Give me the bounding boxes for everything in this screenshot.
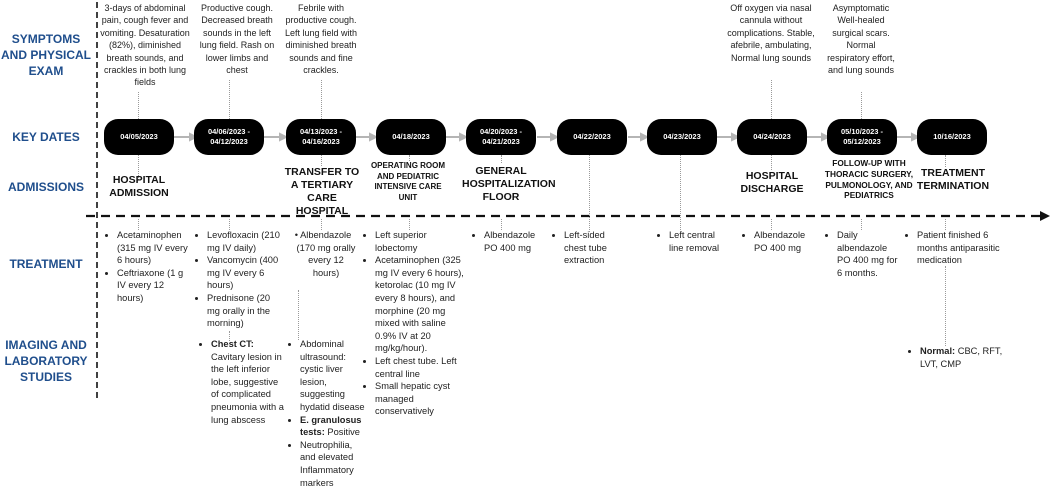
date-pill: 10/16/2023	[917, 119, 987, 155]
imaging-abdominal: Abdominal ultrasound: cystic liver lesio…	[286, 338, 366, 489]
treatment-item: Ceftriaxone (1 g IV every 12 hours)	[117, 267, 191, 305]
date-pill: 04/05/2023	[104, 119, 174, 155]
connector-line	[501, 219, 502, 230]
symptoms-text: Febrile with productive cough. Left lung…	[284, 3, 358, 76]
treatment-item: Left central line removal	[669, 229, 727, 254]
connector-line	[138, 92, 139, 119]
admission-label: TREATMENT TERMINATION	[916, 167, 990, 192]
connector-line	[945, 219, 946, 230]
row-label-admissions: ADMISSIONS	[7, 180, 84, 194]
treatment-item: Albendazole PO 400 mg	[484, 229, 548, 254]
admission-label: GENERAL HOSPITALIZATION FLOOR	[462, 165, 556, 203]
admission-label: HOSPITAL DISCHARGE	[740, 170, 804, 195]
connector-line	[771, 80, 772, 119]
connector-line	[861, 92, 862, 119]
symptoms-text: Off oxygen via nasal cannula without com…	[727, 3, 815, 63]
treatment-item: Left superior lobectomy	[375, 229, 467, 254]
connector-line	[321, 219, 322, 230]
treatment-item: Left chest tube. Left central line	[375, 355, 467, 380]
treatment-item: Prednisone (20 mg orally in the morning)	[207, 292, 283, 330]
connector-line	[321, 155, 322, 166]
symptoms-text: 3-days of abdominal pain, cough fever an…	[100, 3, 190, 88]
connector-line	[229, 80, 230, 119]
imaging-normal: Normal: CBC, RFT, LVT, CMP	[906, 345, 1006, 370]
row-label-key-dates: KEY DATES	[12, 130, 80, 144]
treatment-list: Left central line removal	[655, 229, 727, 254]
admission-label: FOLLOW-UP WITH THORACIC SURGERY, PULMONO…	[824, 158, 914, 201]
imaging-item: E. granulosus tests: Positive	[300, 414, 366, 439]
treatment-item: Acetaminophen (315 mg IV every 6 hours)	[117, 229, 191, 267]
connector-line	[298, 290, 299, 340]
row-label-treatment: TREATMENT	[9, 257, 83, 271]
imaging-item: Normal: CBC, RFT, LVT, CMP	[920, 345, 1006, 370]
imaging-item: Neutrophilia, and elevated Inflammatory …	[300, 439, 366, 489]
treatment-item: Patient finished 6 months antiparasitic …	[917, 229, 1009, 267]
treatment-list: Levofloxacin (210 mg IV daily) Vancomyci…	[193, 229, 283, 330]
imaging-item: Chest CT: Cavitary lesion in the left in…	[211, 338, 287, 426]
symptoms-text: Productive cough. Decreased breath sound…	[199, 3, 275, 76]
treatment-item: Acetaminophen (325 mg IV every 6 hours),…	[375, 254, 467, 355]
treatment-item: Levofloxacin (210 mg IV daily)	[207, 229, 283, 254]
connector-line	[680, 155, 681, 232]
imaging-ct: Chest CT: Cavitary lesion in the left in…	[197, 338, 287, 426]
date-pill: 04/18/2023	[376, 119, 446, 155]
connector-line	[409, 219, 410, 230]
connector-line	[138, 155, 139, 180]
connector-line	[861, 219, 862, 230]
date-pill: 04/23/2023	[647, 119, 717, 155]
treatment-list: • Albendazole (170 mg orally every 12 ho…	[288, 229, 358, 279]
connector-line	[409, 155, 410, 161]
treatment-list: Albendazole PO 400 mg	[470, 229, 548, 254]
date-pill: 04/06/2023 - 04/12/2023	[194, 119, 264, 155]
treatment-list: Patient finished 6 months antiparasitic …	[903, 229, 1009, 267]
connector-line	[771, 155, 772, 170]
treatment-item: Albendazole PO 400 mg	[754, 229, 812, 254]
date-pill: 05/10/2023 - 05/12/2023	[827, 119, 897, 155]
row-label-symptoms: SYMPTOMS AND PHYSICAL EXAM	[0, 32, 91, 78]
date-pill: 04/20/2023 - 04/21/2023	[466, 119, 536, 155]
treatment-list: Albendazole PO 400 mg	[740, 229, 812, 254]
connector-line	[945, 266, 946, 346]
connector-line	[321, 80, 322, 119]
connector-line	[589, 155, 590, 232]
treatment-list: Acetaminophen (315 mg IV every 6 hours) …	[103, 229, 191, 305]
treatment-item: Vancomycin (400 mg IV every 6 hours)	[207, 254, 283, 292]
admission-label: TRANSFER TO A TERTIARY CARE HOSPITAL	[284, 166, 360, 217]
admission-label: OPERATING ROOM AND PEDIATRIC INTENSIVE C…	[370, 161, 446, 202]
connector-line	[138, 219, 139, 230]
date-pill: 04/24/2023	[737, 119, 807, 155]
treatment-item: Daily albendazole PO 400 mg for 6 months…	[837, 229, 903, 279]
connector-line	[501, 155, 502, 163]
connector-line	[229, 331, 230, 341]
treatment-item: • Albendazole (170 mg orally every 12 ho…	[294, 230, 356, 278]
row-label-imaging: IMAGING AND LABORATORY STUDIES	[4, 338, 88, 384]
treatment-item: Left-sided chest tube extraction	[564, 229, 620, 267]
connector-line	[945, 155, 946, 167]
treatment-list: Left superior lobectomy Acetaminophen (3…	[361, 229, 467, 418]
treatment-list: Left-sided chest tube extraction	[550, 229, 620, 267]
connector-line	[229, 219, 230, 230]
admission-label: HOSPITAL ADMISSION	[109, 174, 169, 199]
symptoms-text: Asymptomatic Well-healed surgical scars.…	[827, 3, 895, 76]
treatment-item: Small hepatic cyst managed conservativel…	[375, 380, 467, 418]
date-pill: 04/22/2023	[557, 119, 627, 155]
imaging-item: Abdominal ultrasound: cystic liver lesio…	[300, 338, 366, 414]
connector-line	[771, 219, 772, 230]
treatment-list: Daily albendazole PO 400 mg for 6 months…	[823, 229, 903, 279]
date-pill: 04/13/2023 - 04/16/2023	[286, 119, 356, 155]
